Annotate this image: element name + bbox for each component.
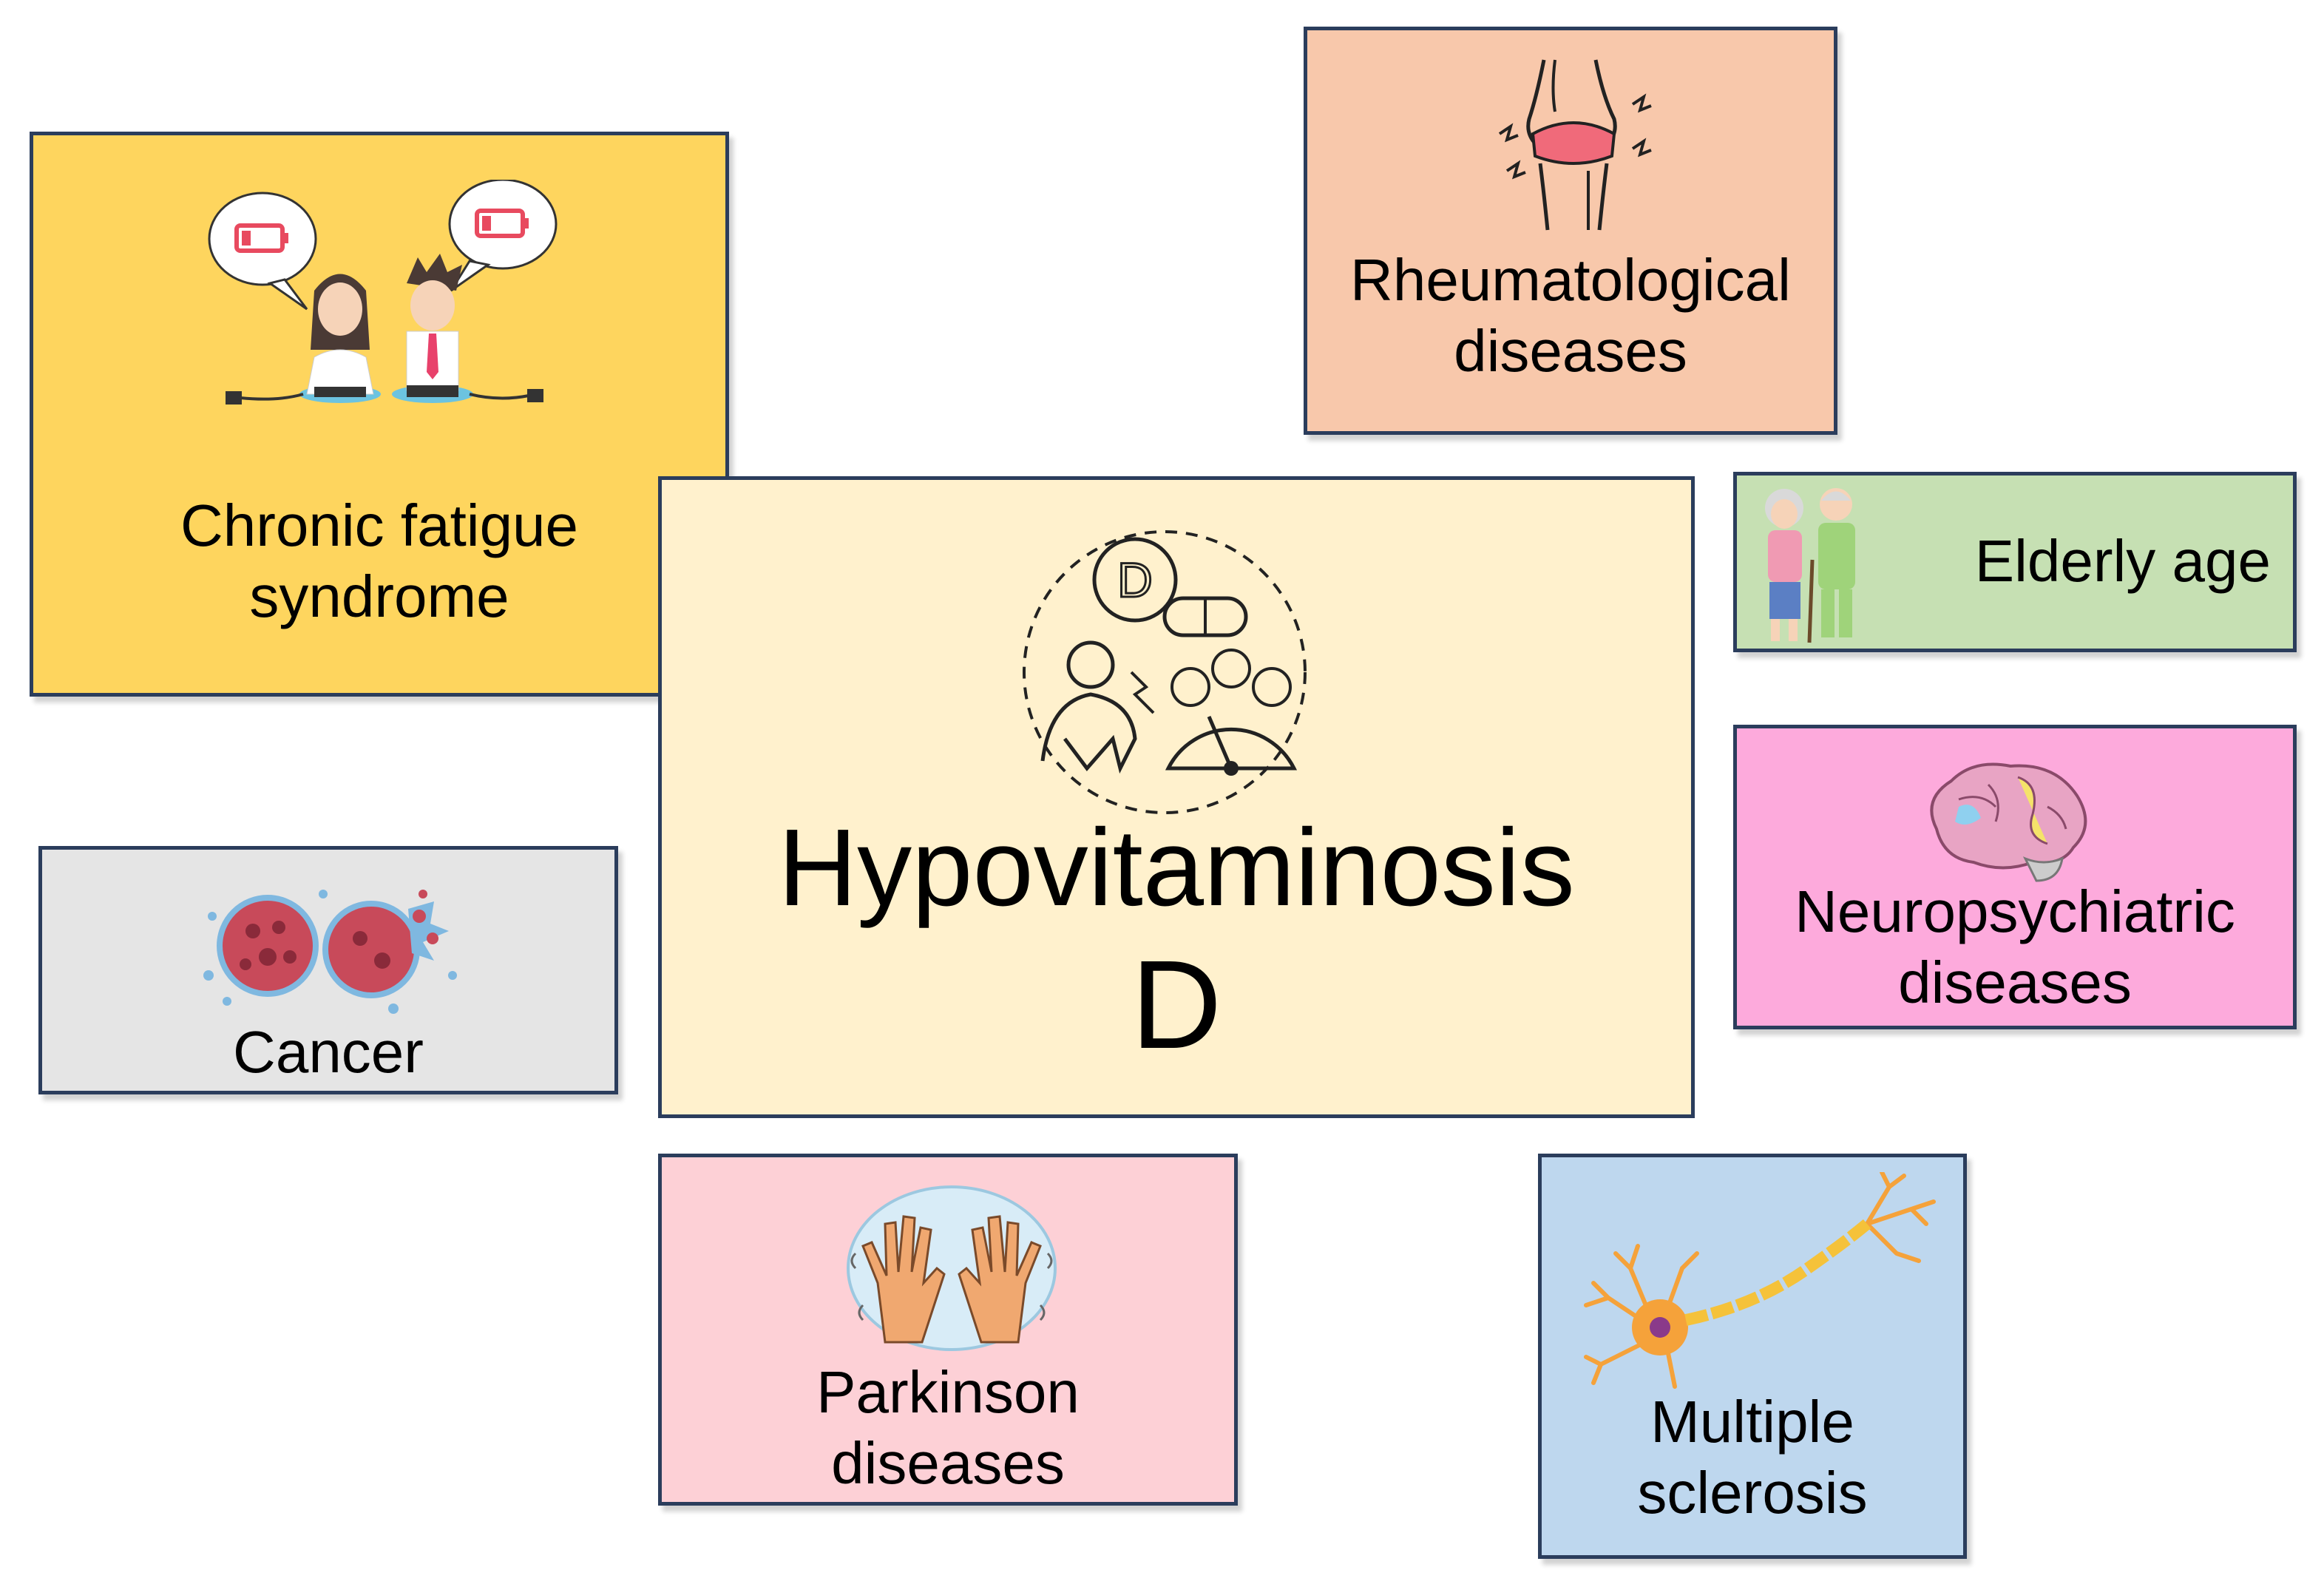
node-label: Rheumatological diseases: [1307, 245, 1834, 387]
node-multiple-sclerosis: Multiple sclerosis: [1538, 1154, 1967, 1559]
brain-icon: [1930, 762, 2087, 882]
node-cancer: Cancer: [38, 846, 618, 1094]
vitamin-d-deficiency-icon: D: [1023, 530, 1307, 814]
svg-text:D: D: [1117, 552, 1153, 607]
neuron-icon: [1584, 1172, 1936, 1389]
node-elderly-age: Elderly age: [1733, 472, 2297, 652]
tired-people-low-battery-icon: [208, 180, 558, 405]
cancer-cells-icon: [203, 890, 457, 1014]
node-parkinson-diseases: Parkinson diseases: [658, 1154, 1238, 1506]
label-line: diseases: [831, 1430, 1065, 1496]
label-line: Parkinson: [816, 1359, 1080, 1425]
center-title-line: Hypovitaminosis: [778, 807, 1575, 929]
node-label: Multiple sclerosis: [1542, 1387, 1963, 1529]
center-title-line: D: [1131, 935, 1222, 1075]
label-line: Rheumatological: [1350, 247, 1791, 313]
label-line: sclerosis: [1637, 1460, 1868, 1526]
node-chronic-fatigue: Chronic fatigue syndrome: [30, 132, 729, 697]
node-label: Chronic fatigue syndrome: [33, 490, 725, 632]
node-label: Cancer: [42, 1017, 614, 1088]
center-title: Hypovitaminosis D: [662, 805, 1691, 1079]
label-line: syndrome: [249, 563, 509, 629]
node-neuropsychiatric-diseases: Neuropsychiatric diseases: [1733, 725, 2297, 1029]
label-line: Chronic fatigue: [180, 493, 579, 558]
node-rheumatological-diseases: Rheumatological diseases: [1304, 27, 1837, 435]
node-hypovitaminosis-d: D Hypovitaminosis D: [658, 476, 1695, 1118]
trembling-hands-icon: [847, 1185, 1057, 1351]
label-line: diseases: [1454, 318, 1687, 384]
label-line: Cancer: [233, 1019, 424, 1085]
node-label: Elderly age: [1885, 526, 2271, 597]
elderly-couple-icon: [1765, 488, 1855, 643]
label-line: Neuropsychiatric: [1795, 879, 2235, 944]
node-label: Parkinson diseases: [662, 1357, 1234, 1499]
inflamed-knee-joint-icon: [1498, 59, 1652, 231]
label-line: Multiple: [1650, 1389, 1854, 1455]
label-line: Elderly age: [1974, 528, 2271, 594]
node-label: Neuropsychiatric diseases: [1737, 876, 2293, 1018]
label-line: diseases: [1898, 950, 2132, 1015]
